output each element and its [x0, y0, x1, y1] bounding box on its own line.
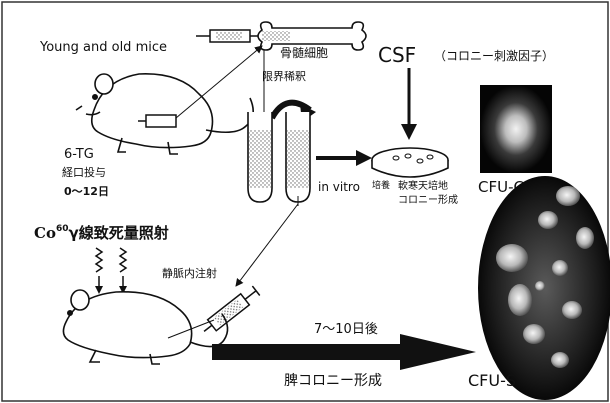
days-range-label: 0〜12日 — [64, 185, 109, 198]
csf-label: CSF — [378, 43, 416, 67]
spleen-photo — [478, 176, 610, 400]
spleen-colony-label: 脾コロニー形成 — [284, 373, 382, 389]
soft-agar-label: 軟寒天培地 — [398, 179, 448, 192]
limiting-dilution-label: 限界稀釈 — [262, 70, 306, 83]
test-tube-right — [286, 112, 310, 202]
colony-formation-label: コロニー形成 — [398, 194, 458, 206]
test-tube-left — [248, 112, 272, 202]
iv-injection-label: 静脈内注射 — [162, 266, 217, 280]
bone-marrow-cells-label: 骨髄細胞 — [280, 45, 328, 60]
irradiation-label: Co60γ線致死量照射 — [34, 224, 169, 242]
days-after-label: 7〜10日後 — [314, 322, 378, 337]
cfu-c-photo — [480, 85, 552, 173]
csf-paren-label: （コロニー刺激因子） — [434, 49, 554, 63]
young-old-mice-label: Young and old mice — [39, 40, 167, 55]
petri-dish-icon — [372, 148, 448, 177]
marrow-sample-box — [146, 115, 176, 127]
culture-label: 培養 — [372, 179, 390, 191]
in-vitro-label: in vitro — [318, 180, 360, 194]
6tg-label: 6-TG — [64, 147, 94, 162]
oral-admin-label: 経口投与 — [62, 165, 106, 179]
cfu-s-label: CFU-S — [468, 371, 516, 390]
